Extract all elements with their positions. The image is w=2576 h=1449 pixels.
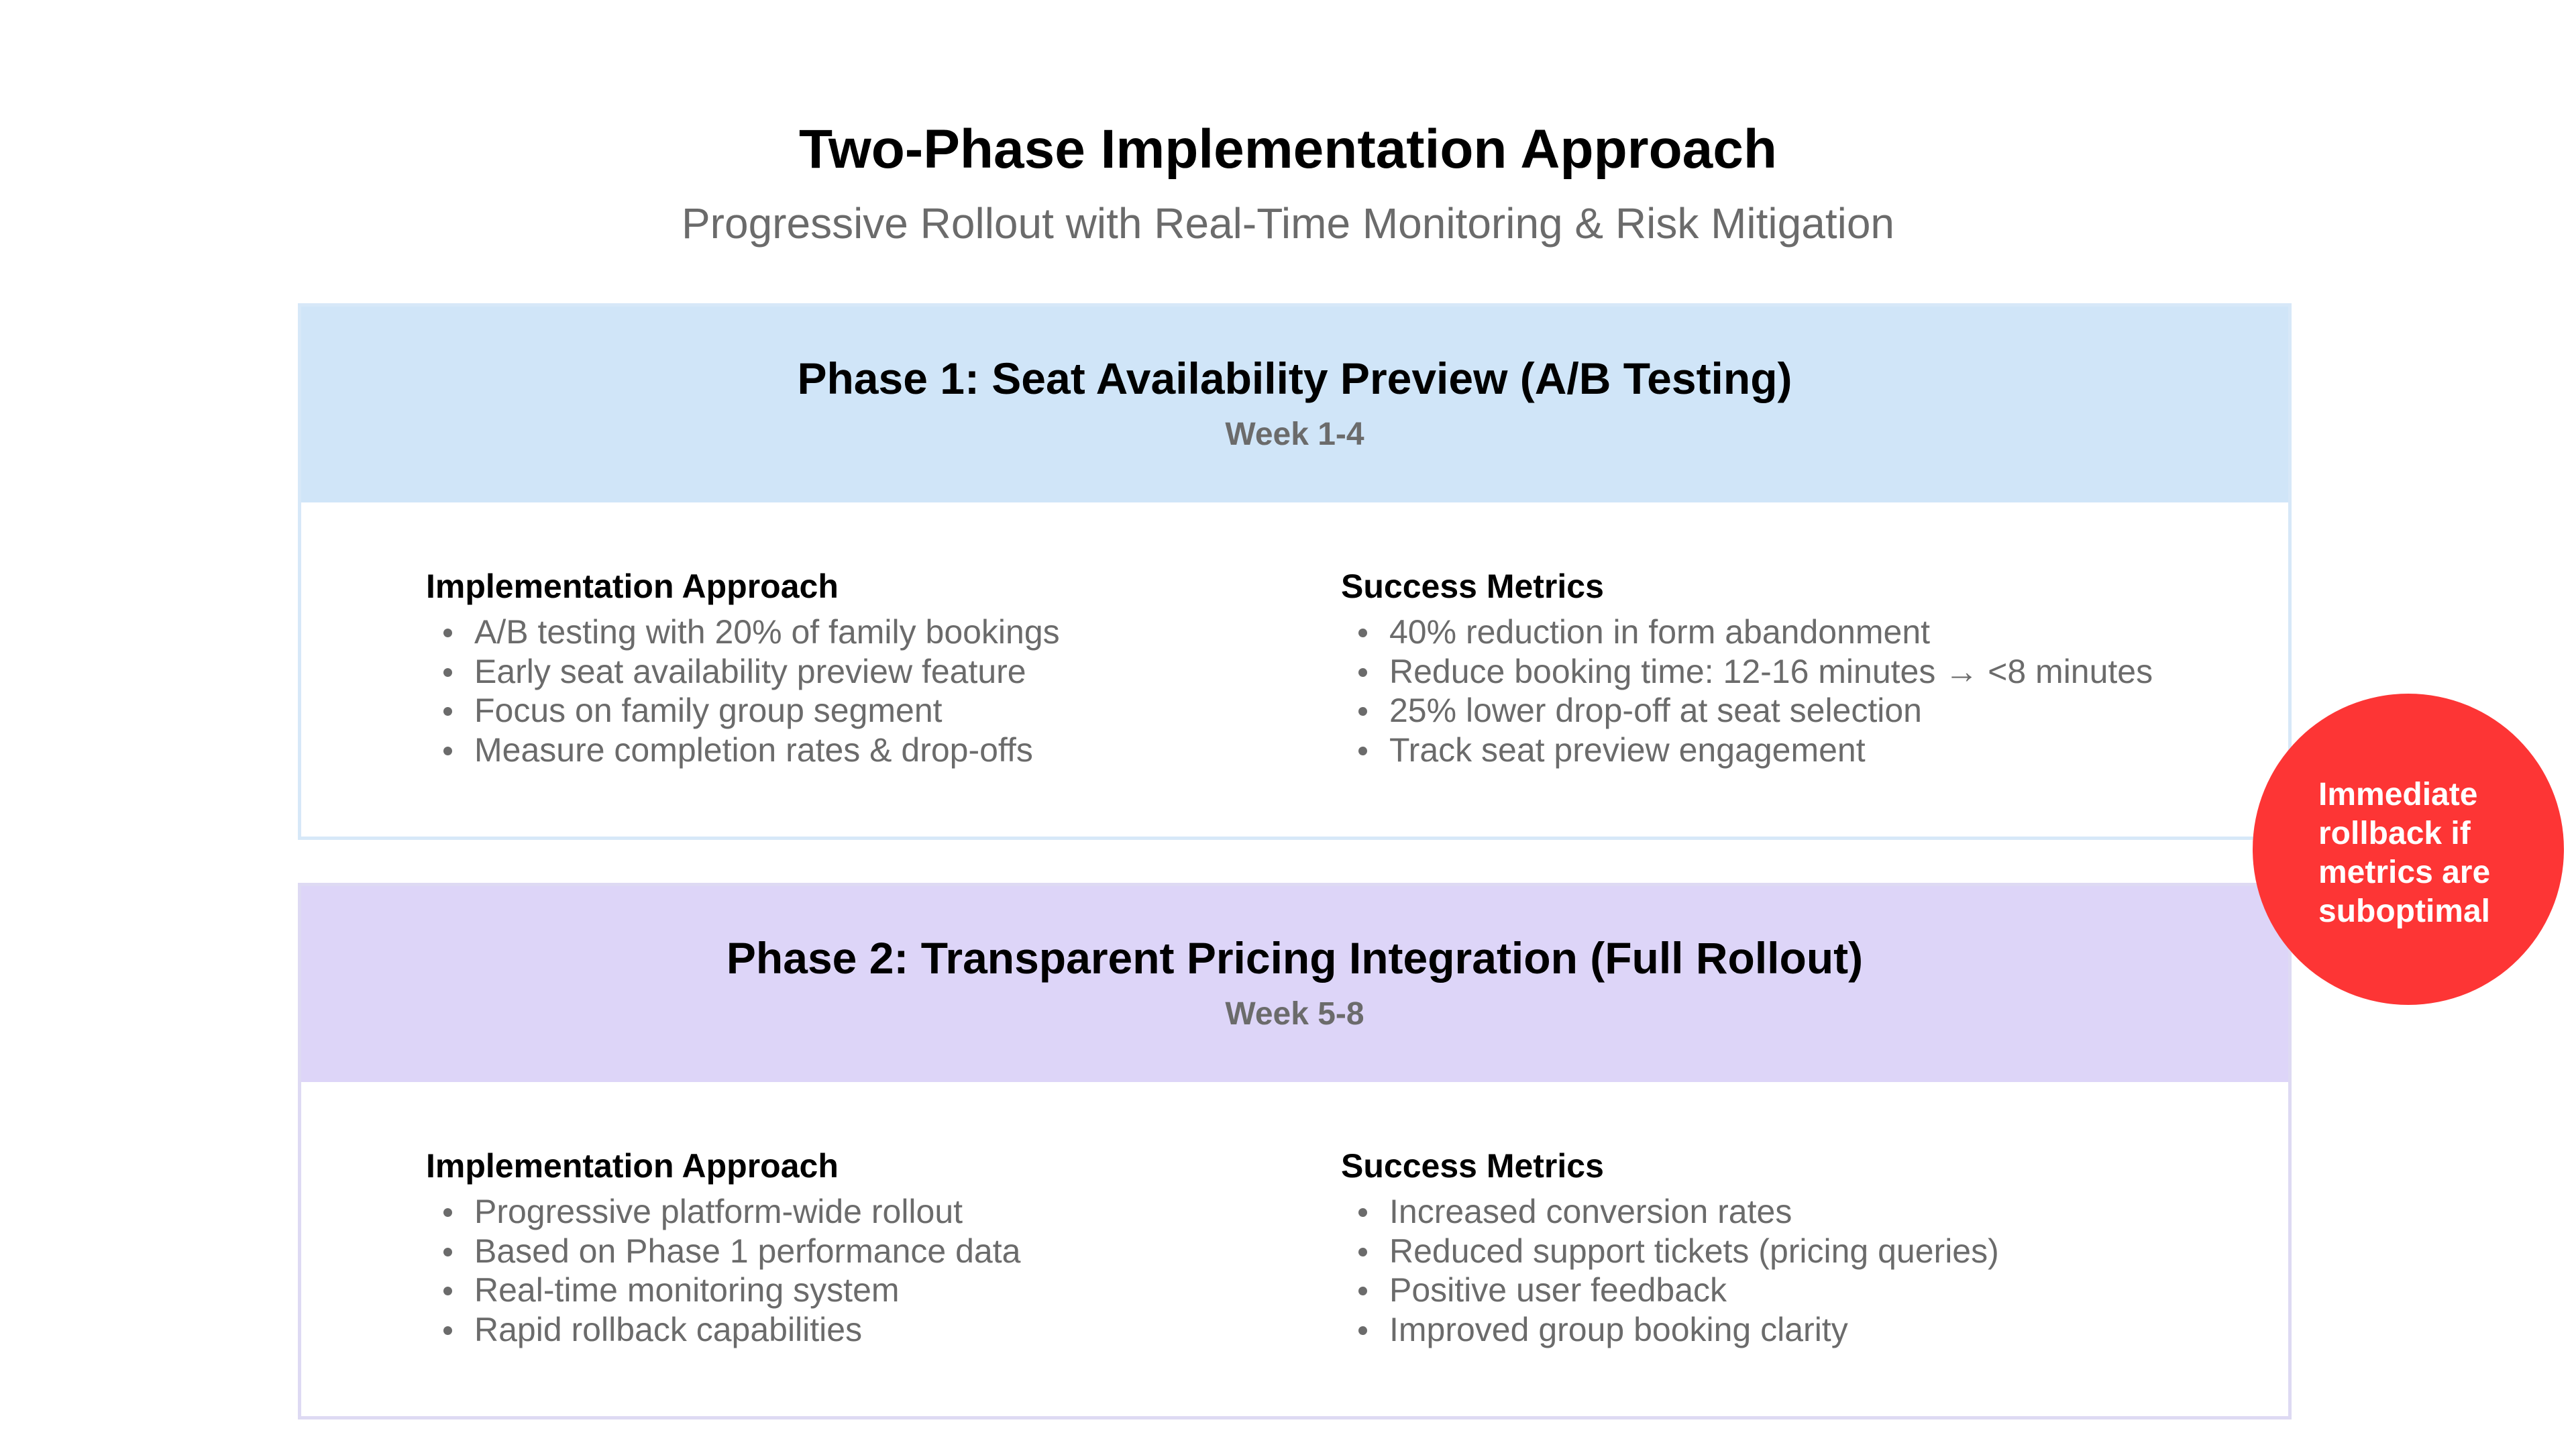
bullet-dot-icon — [1358, 746, 1367, 755]
phase-2-header: Phase 2: Transparent Pricing Integration… — [301, 886, 2288, 1082]
phase-1-approach: Implementation Approach A/B testing with… — [426, 563, 1298, 769]
list-item: Measure completion rates & drop-offs — [426, 731, 1298, 770]
list-item: 40% reduction in form abandonment — [1341, 612, 2213, 652]
phase-2-metrics-heading: Success Metrics — [1341, 1147, 1604, 1185]
phase-1-approach-heading: Implementation Approach — [426, 568, 839, 605]
bullet-dot-icon — [443, 1287, 452, 1295]
phase-2-card: Phase 2: Transparent Pricing Integration… — [298, 883, 2292, 1419]
phase-1-approach-list: A/B testing with 20% of family bookings … — [426, 612, 1298, 769]
bullet-dot-icon — [1358, 1326, 1367, 1335]
phase-2-metrics: Success Metrics Increased conversion rat… — [1341, 1142, 2213, 1349]
phase-2-approach-list: Progressive platform-wide rollout Based … — [426, 1192, 1298, 1349]
phase-2-week: Week 5-8 — [1225, 996, 1364, 1032]
list-item: Focus on family group segment — [426, 691, 1298, 731]
list-item: Track seat preview engagement — [1341, 731, 2213, 770]
list-item: Early seat availability preview feature — [426, 652, 1298, 692]
list-item: Reduce booking time: 12-16 minutes → <8 … — [1341, 652, 2213, 692]
phase-1-card: Phase 1: Seat Availability Preview (A/B … — [298, 303, 2292, 840]
page-subtitle: Progressive Rollout with Real-Time Monit… — [681, 199, 1895, 248]
rollback-badge: Immediate rollback if metrics are subopt… — [2253, 694, 2564, 1005]
bullet-dot-icon — [1358, 629, 1367, 637]
phase-2-approach: Implementation Approach Progressive plat… — [426, 1142, 1298, 1349]
bullet-dot-icon — [1358, 707, 1367, 716]
list-item: Based on Phase 1 performance data — [426, 1232, 1298, 1271]
bullet-dot-icon — [1358, 667, 1367, 677]
bullet-dot-icon — [443, 746, 452, 755]
list-item: Improved group booking clarity — [1341, 1310, 2213, 1350]
page-title: Two-Phase Implementation Approach — [799, 119, 1777, 180]
bullet-dot-icon — [443, 1326, 452, 1335]
list-item: Rapid rollback capabilities — [426, 1310, 1298, 1350]
phase-1-metrics: Success Metrics 40% reduction in form ab… — [1341, 563, 2213, 769]
phase-1-header: Phase 1: Seat Availability Preview (A/B … — [301, 307, 2288, 502]
phase-2-title: Phase 2: Transparent Pricing Integration… — [726, 933, 1864, 983]
phase-2-metrics-list: Increased conversion rates Reduced suppo… — [1341, 1192, 2213, 1349]
phase-1-week: Week 1-4 — [1225, 417, 1364, 452]
bullet-dot-icon — [443, 707, 452, 716]
rollback-badge-text: Immediate rollback if metrics are subopt… — [2318, 777, 2491, 929]
bullet-dot-icon — [1358, 1287, 1367, 1295]
list-item: Progressive platform-wide rollout — [426, 1192, 1298, 1232]
phase-2-approach-heading: Implementation Approach — [426, 1147, 839, 1185]
list-item: Reduced support tickets (pricing queries… — [1341, 1232, 2213, 1271]
list-item: 25% lower drop-off at seat selection — [1341, 691, 2213, 731]
list-item: Positive user feedback — [1341, 1271, 2213, 1310]
phase-1-metrics-heading: Success Metrics — [1341, 568, 1604, 605]
bullet-dot-icon — [443, 629, 452, 637]
phase-1-metrics-list: 40% reduction in form abandonment Reduce… — [1341, 612, 2213, 769]
list-item: A/B testing with 20% of family bookings — [426, 612, 1298, 652]
bullet-dot-icon — [443, 667, 452, 677]
list-item: Increased conversion rates — [1341, 1192, 2213, 1232]
bullet-dot-icon — [1358, 1208, 1367, 1217]
phase-1-title: Phase 1: Seat Availability Preview (A/B … — [797, 354, 1792, 403]
bullet-dot-icon — [443, 1247, 452, 1256]
list-item: Real-time monitoring system — [426, 1271, 1298, 1310]
bullet-dot-icon — [443, 1208, 452, 1217]
bullet-dot-icon — [1358, 1247, 1367, 1256]
